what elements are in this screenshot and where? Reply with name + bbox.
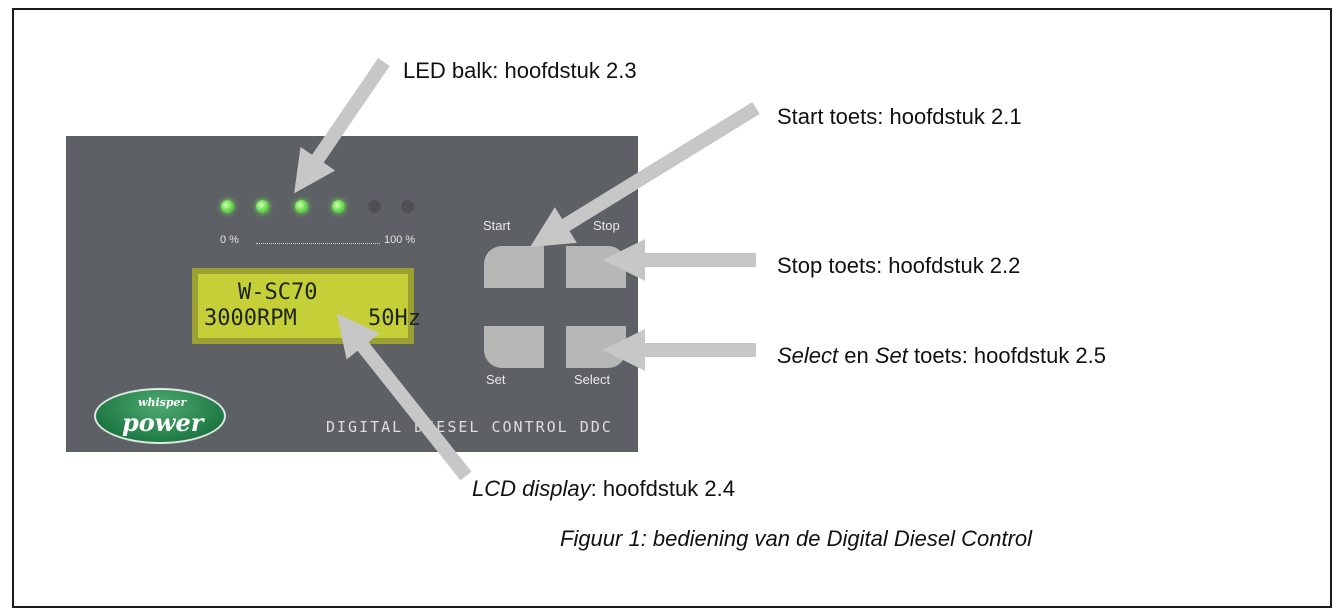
- annotation-lcd-italic: LCD display: [472, 476, 591, 501]
- led-scale-min: 0 %: [220, 234, 239, 246]
- logo-text-whisper: whisper: [138, 396, 187, 409]
- set-key-label: Set: [486, 372, 506, 387]
- ddc-control-panel: 0 % 100 % W-SC70 3000RPM 50Hz Start Stop…: [66, 136, 638, 452]
- start-key[interactable]: [484, 246, 544, 288]
- whisper-power-logo: whisper power: [94, 388, 226, 444]
- lcd-rpm: 3000RPM: [204, 306, 297, 331]
- logo-text-power: power: [122, 408, 204, 437]
- annotation-start-key: Start toets: hoofdstuk 2.1: [777, 104, 1022, 129]
- arrow-led: [294, 58, 390, 194]
- annotation-en-word: en: [838, 343, 875, 368]
- select-key-label: Select: [574, 372, 611, 387]
- lcd-line-1: W-SC70: [238, 280, 318, 305]
- annotation-lcd-display: LCD display: hoofdstuk 2.4: [472, 476, 735, 502]
- led-scale-dots: [256, 243, 380, 244]
- led-1: [221, 200, 234, 213]
- set-key[interactable]: [484, 326, 544, 368]
- annotation-lcd-rest: : hoofdstuk 2.4: [590, 476, 735, 501]
- annotation-select-set-keys: Select en Set toets: hoofdstuk 2.5: [777, 343, 1106, 369]
- callout-arrows: [294, 58, 760, 481]
- arrow-start: [530, 102, 760, 248]
- annotation-select-set-rest: toets: hoofdstuk 2.5: [907, 343, 1107, 368]
- annotation-select-word: Select: [777, 343, 839, 368]
- led-scale-max: 100 %: [384, 234, 416, 246]
- annotation-led-bar: LED balk: hoofdstuk 2.3: [403, 58, 637, 83]
- led-6: [401, 200, 414, 213]
- arrow-lcd: [336, 313, 472, 481]
- led-4: [332, 200, 345, 213]
- figure-caption: Figuur 1: bediening van de Digital Diese…: [560, 526, 1033, 551]
- annotation-set-word: Set: [874, 343, 908, 368]
- stop-key-label: Stop: [593, 218, 620, 233]
- led-5: [368, 200, 381, 213]
- annotation-stop-key: Stop toets: hoofdstuk 2.2: [777, 253, 1021, 278]
- device-name: DIGITAL DIESEL CONTROL DDC: [326, 418, 613, 436]
- start-key-label: Start: [483, 218, 511, 233]
- led-3: [295, 200, 308, 213]
- led-2: [256, 200, 269, 213]
